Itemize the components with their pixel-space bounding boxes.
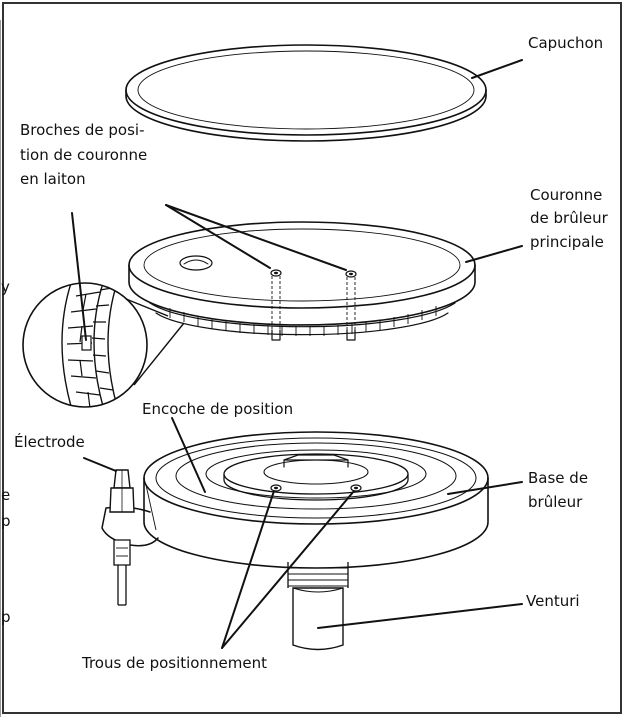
label-couronne-line1: Couronne xyxy=(530,186,602,204)
leader-capuchon xyxy=(471,59,523,79)
leader-electrode xyxy=(83,457,117,472)
electrode-part xyxy=(109,469,135,606)
leader-lines xyxy=(71,59,523,649)
label-base-line1: Base de xyxy=(528,469,588,487)
label-trous: Trous de positionnement xyxy=(81,654,267,672)
leader-base xyxy=(447,481,523,495)
leader-trous-a xyxy=(221,490,275,649)
label-electrode: Électrode xyxy=(14,432,85,451)
edge-fragment-2: e xyxy=(1,486,10,504)
leader-broches-loupe xyxy=(71,212,87,341)
leader-venturi xyxy=(317,603,523,629)
leader-trous-b xyxy=(221,490,355,649)
label-couronne-line3: principale xyxy=(530,233,604,251)
crown-part xyxy=(128,221,476,341)
leader-broches-b xyxy=(165,204,347,271)
label-capuchon: Capuchon xyxy=(528,34,603,52)
edge-fragment-4: p xyxy=(1,608,11,626)
edge-fragment-1: y xyxy=(1,278,10,296)
venturi-part xyxy=(287,562,349,651)
label-base-line2: brûleur xyxy=(528,493,583,511)
leader-broches-a xyxy=(165,204,271,269)
label-couronne-line2: de brûleur xyxy=(530,209,609,227)
cap-part xyxy=(125,44,487,142)
magnifier-loupe xyxy=(22,282,185,408)
leader-couronne xyxy=(465,245,523,263)
leader-encoche xyxy=(171,417,206,493)
label-broches-line3: en laiton xyxy=(20,170,86,188)
label-broches-line2: tion de couronne xyxy=(20,146,147,164)
label-broches-line1: Broches de posi- xyxy=(20,121,144,139)
edge-fragment-3: p xyxy=(1,512,11,530)
figure-frame xyxy=(2,2,622,714)
burner-base-part xyxy=(101,431,489,569)
brass-pins xyxy=(270,269,357,341)
label-venturi: Venturi xyxy=(526,592,580,610)
label-encoche: Encoche de position xyxy=(142,400,293,418)
